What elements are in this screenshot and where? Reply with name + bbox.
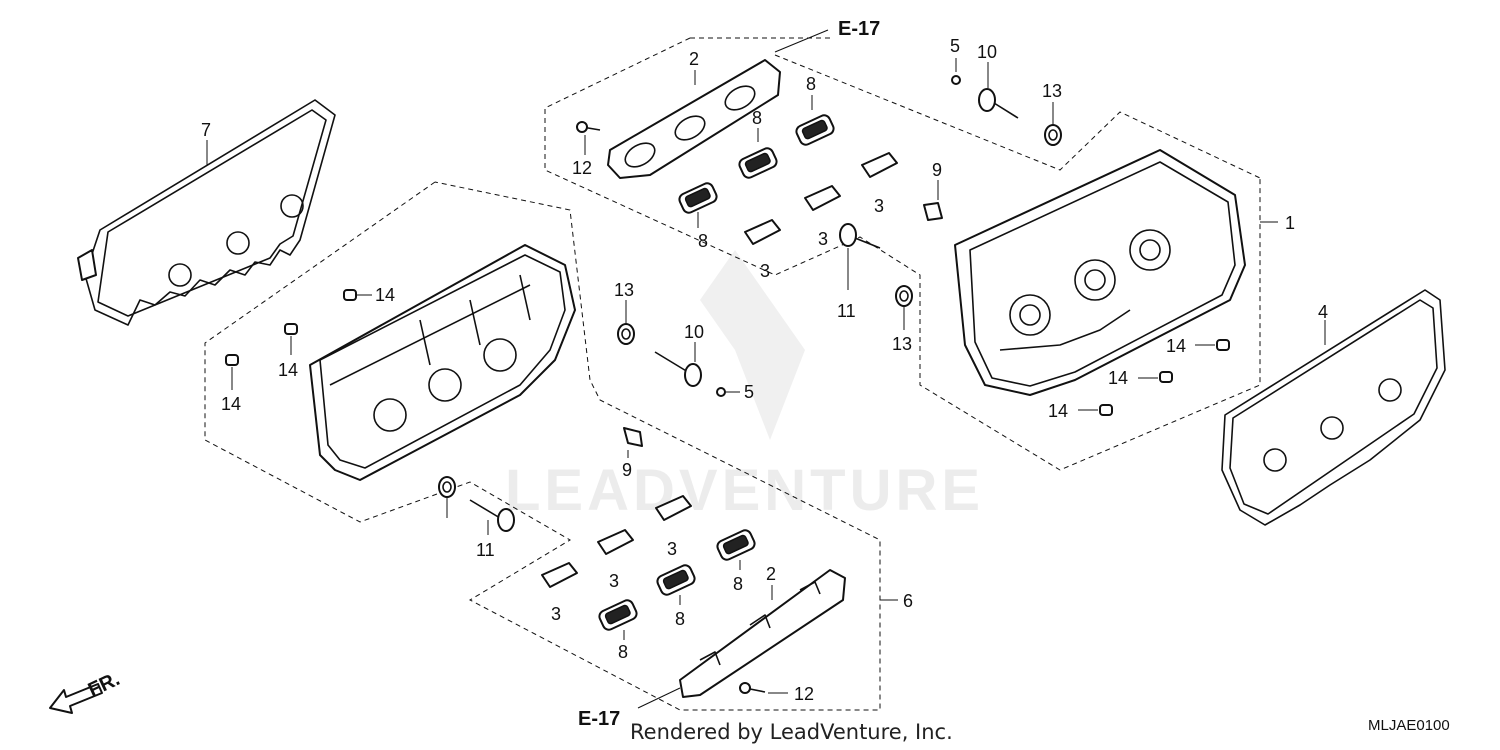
seal-gaskets-lower[interactable] [597,528,756,631]
callout-10: 10 [684,322,704,342]
gasket-left[interactable] [77,99,336,326]
callout-14: 14 [1048,401,1068,421]
callout-14: 14 [1166,336,1186,356]
seal-gaskets-upper[interactable] [677,113,835,214]
callout-12: 12 [572,158,592,178]
callout-8: 8 [806,74,816,94]
callout-9: 9 [932,160,942,180]
rail-lower[interactable] [679,569,846,698]
callout-8: 8 [618,642,628,662]
callout-4: 4 [1318,302,1328,322]
callout-9: 9 [622,460,632,480]
callout-5: 5 [950,36,960,56]
callout-14: 14 [1108,368,1128,388]
callout-8: 8 [698,231,708,251]
watermark-text: LEADVENTURE [505,458,984,523]
callout-3: 3 [609,571,619,591]
callout-13: 13 [892,334,912,354]
gasket-right[interactable] [1221,289,1446,526]
head-cover-left[interactable] [309,244,576,481]
leader-lines [206,29,1326,709]
head-cover-right[interactable] [954,149,1246,396]
callout-2-upper: 2 [689,49,699,69]
callout-1: 1 [1285,213,1295,233]
callout-14: 14 [221,394,241,414]
clips-lower[interactable] [541,495,692,588]
callout-5: 5 [744,382,754,402]
ref-label-top[interactable]: E-17 [838,18,880,40]
callout-13: 13 [1042,81,1062,101]
assembly-outlines [204,37,1261,711]
callouts: 1 2 2 3 3 3 3 3 3 4 5 5 6 7 8 8 8 8 8 8 … [201,36,1328,704]
callout-3: 3 [551,604,561,624]
diagram-code: MLJAE0100 [1368,717,1450,734]
callout-8: 8 [752,108,762,128]
callout-8: 8 [675,609,685,629]
hardware-parts[interactable] [225,75,1230,694]
callout-6: 6 [903,591,913,611]
callout-3: 3 [818,229,828,249]
callout-14: 14 [278,360,298,380]
callout-8: 8 [733,574,743,594]
callout-13: 13 [614,280,634,300]
callout-2-lower: 2 [766,564,776,584]
callout-10: 10 [977,42,997,62]
clips-upper[interactable] [744,152,898,245]
callout-3: 3 [760,261,770,281]
callout-12: 12 [794,684,814,704]
rendered-by-credit: Rendered by LeadVenture, Inc. [630,720,953,744]
callout-11: 11 [476,540,495,560]
callout-3: 3 [874,196,884,216]
watermark: LEADVENTURE [505,250,984,523]
ref-label-bottom[interactable]: E-17 [578,708,620,730]
rail-upper[interactable] [607,59,781,179]
callout-7: 7 [201,120,211,140]
callout-11: 11 [837,301,856,321]
front-arrow-icon [49,683,103,714]
callout-14: 14 [375,285,395,305]
callout-3: 3 [667,539,677,559]
